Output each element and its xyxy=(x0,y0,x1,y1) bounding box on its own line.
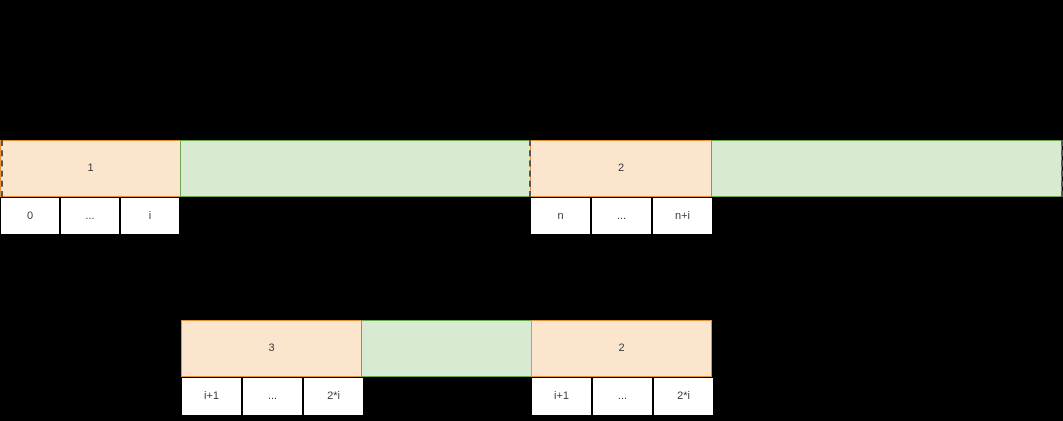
top-row-block-labeled-0: 1 xyxy=(0,140,181,197)
block-label: 2 xyxy=(618,342,625,354)
index-cells-left-cell-2: i xyxy=(120,197,180,235)
cell-label: 0 xyxy=(26,209,34,222)
index-cells-left-cell-1: ... xyxy=(60,197,120,235)
index-cells-bottom-left-cell-1: ... xyxy=(242,377,303,416)
bottom-row-block-labeled-2: 2 xyxy=(531,320,712,377)
cell-label: 2*i xyxy=(677,390,690,402)
top-row-block-spacer-1 xyxy=(180,140,531,197)
cell-label: i xyxy=(148,209,152,222)
dash-left-edge xyxy=(1,140,3,197)
index-cells-bottom-right-cell-1: ... xyxy=(592,377,653,416)
cell-label: ... xyxy=(617,390,628,402)
index-cells-bottom-left-cell-0: i+1 xyxy=(181,377,242,416)
bottom-row-block-spacer-1 xyxy=(361,320,532,377)
block-label: 3 xyxy=(268,342,275,354)
bottom-row-block-labeled-0: 3 xyxy=(181,320,362,377)
cell-label: 2*i xyxy=(327,390,340,402)
dash-mid xyxy=(529,140,531,197)
block-label: 2 xyxy=(617,162,625,174)
index-cells-right-cell-1: ... xyxy=(591,197,652,235)
dash-right-edge xyxy=(1061,140,1063,197)
index-cells-left-cell-0: 0 xyxy=(0,197,60,235)
index-cells-bottom-right-cell-2: 2*i xyxy=(653,377,714,416)
cell-label: i+1 xyxy=(204,390,219,402)
cell-label: i+1 xyxy=(554,390,569,402)
cell-label: ... xyxy=(616,209,627,222)
block-label: 1 xyxy=(87,162,94,174)
top-row-block-labeled-2: 2 xyxy=(530,140,712,197)
top-row-block-spacer-3 xyxy=(711,140,1062,197)
cell-label: n+i xyxy=(675,209,690,222)
cell-label: ... xyxy=(85,209,95,222)
index-cells-right-cell-2: n+i xyxy=(652,197,713,235)
index-cells-right-cell-0: n xyxy=(530,197,591,235)
cell-label: ... xyxy=(267,390,278,402)
index-cells-bottom-left-cell-2: 2*i xyxy=(303,377,364,416)
index-cells-bottom-right-cell-0: i+1 xyxy=(531,377,592,416)
cell-label: n xyxy=(557,209,564,222)
